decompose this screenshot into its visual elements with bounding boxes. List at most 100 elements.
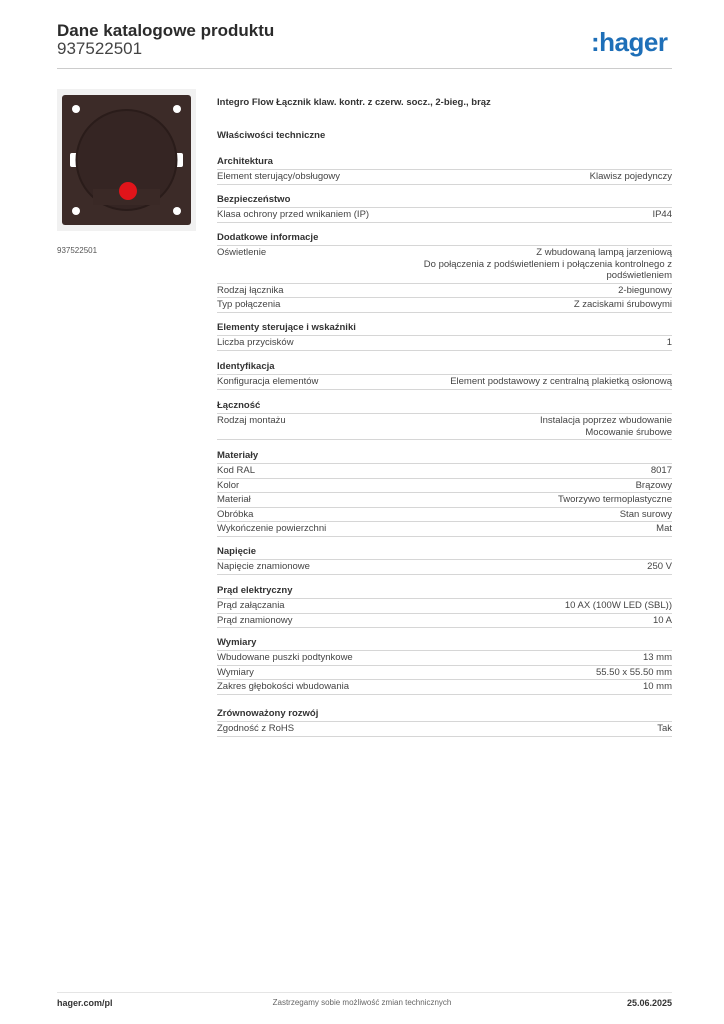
- spec-value-line: Klawisz pojedynczy: [589, 171, 672, 182]
- spec-value: Brązowy: [636, 480, 672, 492]
- spec-value-line: Element podstawowy z centralną plakietką…: [450, 376, 672, 387]
- screw-hole-top-right: [173, 105, 181, 113]
- spec-value-line: Mat: [656, 523, 672, 535]
- spec-value: Tworzywo termoplastyczne: [558, 494, 672, 506]
- spec-value: Element podstawowy z centralną plakietką…: [450, 376, 672, 388]
- spec-label: Prąd załączania: [217, 600, 285, 611]
- spec-label: Wymiary: [217, 666, 254, 678]
- spec-row: Wykończenie powierzchni Mat: [217, 521, 672, 537]
- spec-label: Wykończenie powierzchni: [217, 523, 327, 535]
- spec-value: 55.50 x 55.50 mm: [596, 667, 672, 679]
- spec-label: Materiał: [217, 494, 251, 506]
- section-end-line: [217, 221, 672, 223]
- spec-label: Konfiguracja elementów: [217, 376, 319, 387]
- spec-label: Element sterujący/obsługowy: [217, 171, 341, 182]
- spec-value-line: Brązowy: [635, 479, 672, 491]
- section-heading: Łączność: [217, 400, 261, 411]
- spec-value-line: 10 AX (100W LED (SBL)): [564, 600, 672, 611]
- page-title: Dane katalogowe produktu: [57, 21, 275, 40]
- section-heading: Elementy sterujące i wskaźniki: [217, 322, 356, 333]
- spec-label: Klasa ochrony przed wnikaniem (IP): [217, 209, 370, 220]
- spec-row: Wymiary 55.50 x 55.50 mm: [217, 664, 672, 681]
- spec-value: Tak: [657, 723, 672, 735]
- spec-value: 13 mm: [643, 652, 672, 664]
- spec-label: Kolor: [217, 479, 240, 491]
- spec-value-line: 10 A: [652, 614, 672, 626]
- spec-value-line: Do połączenia z podświetleniem i połącze…: [423, 258, 672, 270]
- footer-divider: [57, 992, 672, 993]
- hager-logo: :hager: [591, 27, 668, 57]
- spec-row: Prąd znamionowy 10 A: [217, 612, 672, 629]
- section-heading: Materiały: [217, 450, 259, 461]
- spec-label: Zakres głębokości wbudowania: [217, 681, 350, 693]
- section-end-line: [217, 312, 672, 313]
- section-heading: Identyfikacja: [217, 361, 275, 372]
- section-end-line: [217, 693, 672, 695]
- spec-value-line: Z wbudowaną lampą jarzeniową: [536, 247, 672, 258]
- spec-label: Typ połączenia: [217, 299, 281, 311]
- spec-value: IP44: [652, 209, 672, 221]
- spec-value: 10 A: [653, 615, 672, 627]
- spec-value: 1: [667, 337, 672, 349]
- spec-row: Klasa ochrony przed wnikaniem (IP) IP44: [217, 207, 672, 223]
- spec-label: Prąd znamionowy: [217, 614, 293, 626]
- spec-value-line: IP44: [652, 209, 672, 220]
- screw-hole-bottom-left: [72, 207, 80, 215]
- spec-value-line: 250 V: [647, 561, 672, 572]
- footer-disclaimer: Zastrzegamy sobie możliwość zmian techni…: [272, 998, 452, 1007]
- section-heading: Dodatkowe informacje: [217, 232, 319, 243]
- spec-row: Liczba przycisków 1: [217, 335, 672, 351]
- spec-value-line: 13 mm: [642, 652, 672, 663]
- product-name: Integro Flow Łącznik klaw. kontr. z czer…: [217, 97, 491, 108]
- section-heading: Napięcie: [217, 546, 257, 557]
- indicator-lens: [119, 182, 137, 200]
- section-end-line: [217, 573, 672, 575]
- footer-date: 25.06.2025: [626, 998, 672, 1008]
- spec-value-line: Instalacja poprzez wbudowanie: [539, 415, 672, 426]
- spec-row: Prąd załączania 10 AX (100W LED (SBL)): [217, 598, 672, 614]
- header-divider: [57, 68, 672, 69]
- image-caption: 937522501: [57, 246, 98, 255]
- section-heading: Prąd elektryczny: [217, 585, 293, 596]
- spec-row: Zgodność z RoHS Tak: [217, 721, 672, 737]
- spec-value-line: podświetleniem: [606, 270, 672, 282]
- spec-value-line: 1: [666, 337, 672, 348]
- spec-value: 8017: [651, 465, 672, 477]
- spec-row: Wbudowane puszki podtynkowe 13 mm: [217, 650, 672, 666]
- spec-row: Materiał Tworzywo termoplastyczne: [217, 492, 672, 508]
- screw-hole-top-left: [72, 105, 80, 113]
- spec-value-line: 8017: [650, 465, 672, 476]
- spec-value: Z zaciskami śrubowymi: [574, 299, 672, 311]
- tech-properties-heading: Właściwości techniczne: [217, 130, 326, 141]
- spec-label: Liczba przycisków: [217, 337, 294, 348]
- section-end-line: [217, 439, 672, 441]
- spec-label: Zgodność z RoHS: [217, 723, 295, 734]
- spec-label: Napięcie znamionowe: [217, 561, 310, 572]
- product-image: [57, 89, 196, 231]
- spec-label: Wbudowane puszki podtynkowe: [217, 652, 353, 663]
- section-heading: Wymiary: [217, 637, 257, 648]
- spec-value: Mat: [656, 523, 672, 535]
- section-end-line: [217, 627, 672, 629]
- spec-row: Konfiguracja elementów Element podstawowy…: [217, 374, 672, 390]
- spec-row: Napięcie znamionowe 250 V: [217, 559, 672, 575]
- footer-website: hager.com/pl: [57, 998, 113, 1008]
- spec-value: 2-biegunowy: [618, 285, 672, 297]
- spec-label: Oświetlenie: [217, 247, 267, 258]
- section-heading: Bezpieczeństwo: [217, 194, 291, 205]
- screw-hole-bottom-right: [173, 207, 181, 215]
- spec-value: Stan surowy: [620, 509, 672, 521]
- spec-row: Element sterujący/obsługowy Klawisz pojed…: [217, 169, 672, 185]
- spec-label: Obróbka: [217, 508, 254, 520]
- spec-value-line: 2-biegunowy: [618, 284, 672, 296]
- section-heading: Zrównoważony rozwój: [217, 708, 319, 719]
- spec-value: 250 V: [647, 561, 672, 573]
- section-end-line: [217, 536, 672, 537]
- spec-row: Kolor Brązowy: [217, 477, 672, 494]
- section-end-line: [217, 735, 672, 737]
